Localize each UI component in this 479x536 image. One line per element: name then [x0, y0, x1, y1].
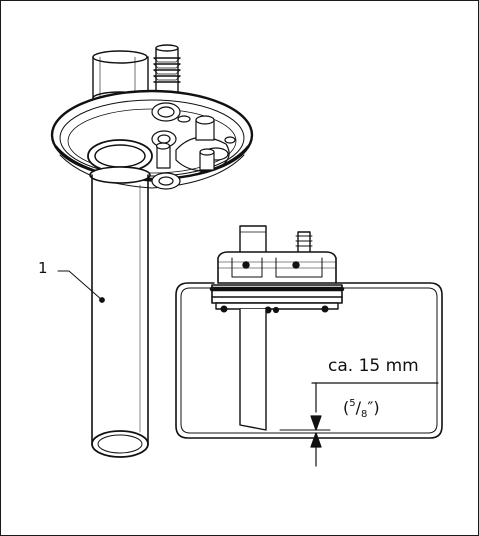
hose-nipple: [153, 44, 181, 101]
sender-unit-perspective: [50, 44, 254, 458]
inch-open-paren: (: [343, 398, 350, 417]
flange-bosses: [151, 102, 236, 190]
inch-close: ″): [367, 398, 380, 417]
inch-denominator: 8: [361, 409, 368, 420]
callout-leader: [57, 270, 105, 303]
dimension-label-inch: (5/8″): [343, 398, 380, 420]
dimension-label-mm: ca. 15 mm: [328, 356, 419, 376]
suction-tube: [91, 174, 149, 458]
inch-numerator: 5: [349, 398, 356, 409]
sender-unit-side: [209, 225, 345, 431]
dimension-marker: [279, 382, 439, 467]
tank-section-view: [175, 282, 443, 439]
callout-number: 1: [38, 259, 48, 277]
